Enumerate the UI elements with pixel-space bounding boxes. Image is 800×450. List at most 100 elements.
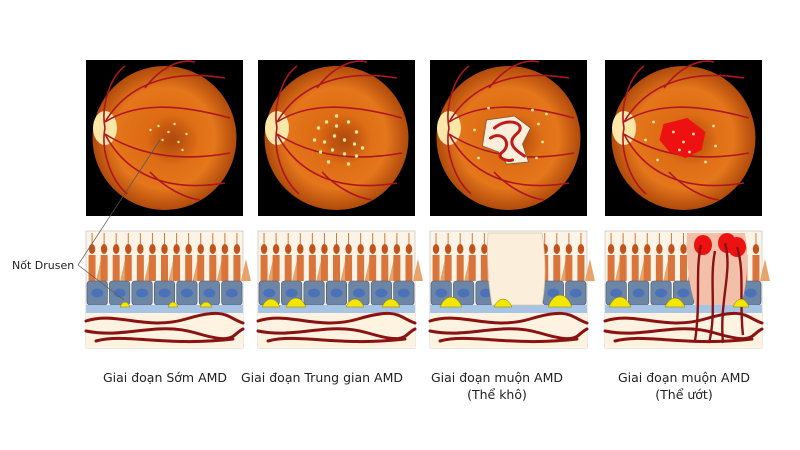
drusen-dot bbox=[692, 132, 695, 136]
retinal-vessel bbox=[276, 133, 403, 158]
retinal-vessel bbox=[321, 171, 373, 201]
drusen-dot bbox=[157, 124, 160, 128]
photoreceptor-nucleus bbox=[149, 244, 156, 254]
drusen-deposit bbox=[547, 294, 573, 308]
choroidal-vessel bbox=[84, 311, 245, 325]
rpe-nucleus bbox=[285, 288, 298, 298]
photoreceptor-nucleus bbox=[357, 244, 364, 254]
drusen-deposit bbox=[261, 298, 281, 308]
photoreceptor-segment bbox=[607, 255, 615, 281]
rpe-nucleus bbox=[480, 288, 493, 298]
retinal-vessel bbox=[104, 106, 231, 123]
retinal-vessel bbox=[144, 60, 196, 89]
drusen-dot bbox=[330, 148, 335, 152]
photoreceptor-nucleus bbox=[553, 244, 561, 254]
photoreceptor-nucleus bbox=[631, 244, 639, 254]
retinal-vessel bbox=[447, 127, 472, 195]
choroidal-vessel bbox=[603, 327, 764, 341]
rpe-nucleus bbox=[352, 288, 365, 298]
bruch-membrane bbox=[430, 305, 587, 313]
photoreceptor-segment bbox=[88, 255, 96, 281]
rpe-nucleus bbox=[397, 288, 410, 298]
drusen-dot bbox=[704, 160, 707, 164]
photoreceptor-segment bbox=[233, 255, 241, 281]
histology-panel-2 bbox=[256, 230, 423, 349]
choroidal-vessel bbox=[428, 311, 589, 325]
photoreceptor-segment bbox=[148, 255, 156, 281]
rpe-nucleus bbox=[435, 288, 448, 298]
caption-stage-2-line1: Giai đoạn Trung gian AMD bbox=[240, 370, 404, 385]
drusen-dot bbox=[346, 120, 351, 124]
drusen-deposit bbox=[493, 298, 513, 308]
rpe-nucleus bbox=[744, 288, 757, 298]
caption-stage-3-line2: (Thể khô) bbox=[467, 387, 527, 402]
drusen-label: Nốt Drusen bbox=[12, 259, 75, 272]
bruch-membrane bbox=[605, 305, 762, 313]
bruch-membrane bbox=[86, 305, 243, 313]
drusen-dot bbox=[312, 138, 317, 142]
retinal-vessel bbox=[276, 106, 403, 123]
rpe-nucleus bbox=[569, 288, 582, 298]
rpe-nucleus bbox=[113, 288, 126, 298]
retinal-vessel bbox=[276, 133, 398, 187]
choroidal-vessel bbox=[256, 311, 417, 325]
fundus-panel-2 bbox=[258, 60, 415, 216]
photoreceptor-nucleus bbox=[456, 244, 464, 254]
caption-stage-3: Giai đoạn muộn AMD (Thể khô) bbox=[412, 369, 582, 403]
photoreceptor-segment bbox=[480, 255, 488, 281]
caption-stage-1: Giai đoạn Sớm AMD bbox=[80, 369, 250, 386]
caption-stage-3-line1: Giai đoạn muộn AMD bbox=[430, 370, 563, 385]
drusen-dot bbox=[181, 148, 184, 152]
caption-stage-4-line1: Giai đoạn muộn AMD bbox=[617, 370, 750, 385]
drusen-dot bbox=[537, 122, 540, 126]
retinal-vessel bbox=[622, 127, 647, 195]
rpe-nucleus bbox=[308, 288, 321, 298]
photoreceptor-segment bbox=[333, 255, 340, 281]
macula bbox=[146, 114, 199, 166]
photoreceptor-segment bbox=[124, 255, 132, 281]
drusen-dot bbox=[672, 130, 675, 134]
photoreceptor-segment bbox=[100, 255, 108, 281]
retinal-vessel bbox=[623, 133, 745, 187]
photoreceptor-nucleus bbox=[321, 244, 328, 254]
photoreceptor-segment bbox=[680, 255, 687, 281]
drusen-deposit bbox=[732, 298, 750, 308]
photoreceptor-nucleus bbox=[173, 244, 180, 254]
drusen-dot bbox=[473, 128, 476, 132]
photoreceptor-segment bbox=[197, 255, 205, 281]
drusen-dot bbox=[541, 140, 544, 144]
retinal-vessel bbox=[104, 133, 231, 158]
choroidal-vessel bbox=[489, 134, 514, 162]
photoreceptor-nucleus bbox=[309, 244, 316, 254]
photoreceptor-nucleus bbox=[565, 244, 573, 254]
new-blood-vessel bbox=[693, 244, 703, 342]
choroidal-vessel bbox=[266, 336, 407, 344]
photoreceptor-nucleus bbox=[345, 244, 352, 254]
photoreceptor-nucleus bbox=[233, 244, 241, 254]
photoreceptor-segment bbox=[320, 255, 328, 281]
drusen-deposit bbox=[285, 297, 307, 308]
choroidal-vessel bbox=[428, 327, 589, 341]
drusen-dot bbox=[477, 156, 480, 160]
retinal-vessel bbox=[275, 65, 298, 129]
drusen-dot bbox=[535, 156, 538, 160]
cone-cell bbox=[584, 259, 595, 281]
photoreceptor-segment bbox=[209, 255, 217, 281]
photoreceptor-segment bbox=[444, 255, 452, 281]
photoreceptor-segment bbox=[381, 255, 389, 281]
drusen-dot bbox=[712, 124, 715, 128]
drusen-dot bbox=[316, 126, 321, 130]
drusen-deposit bbox=[119, 301, 131, 308]
choroidal-vessel bbox=[438, 336, 579, 344]
retinal-vessel bbox=[448, 106, 575, 123]
new-blood-vessel bbox=[707, 250, 717, 344]
photoreceptor-segment bbox=[357, 255, 365, 281]
retinal-vessel bbox=[493, 171, 545, 201]
photoreceptor-segment bbox=[456, 255, 464, 281]
photoreceptor-nucleus bbox=[209, 244, 217, 254]
choroidal-vessel bbox=[493, 120, 526, 158]
rpe-nucleus bbox=[330, 288, 343, 298]
photoreceptor-nucleus bbox=[100, 244, 108, 254]
retinal-vessel bbox=[275, 127, 300, 195]
